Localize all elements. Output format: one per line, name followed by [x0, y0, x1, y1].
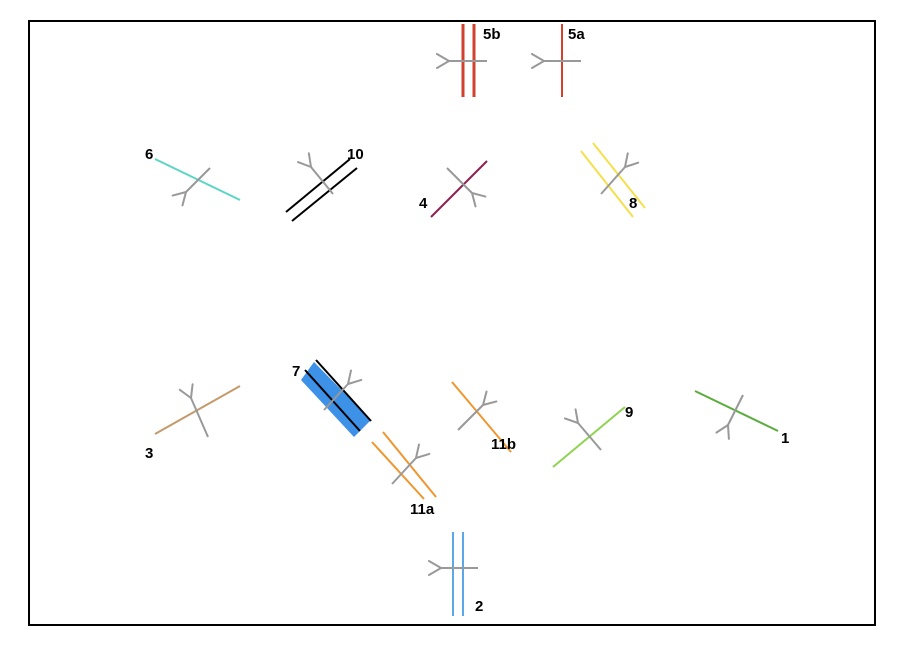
element-10-label: 10	[347, 146, 364, 163]
element-8-label: 8	[629, 195, 637, 212]
element-11a-line	[371, 441, 425, 500]
element-10-line	[291, 167, 358, 222]
element-1: 1	[694, 390, 789, 447]
element-11b-label: 11b	[491, 436, 516, 453]
element-1-line	[694, 390, 779, 432]
element-7-arrow	[323, 369, 363, 411]
element-11b-arrow	[457, 390, 498, 431]
element-5b-label: 5b	[483, 26, 501, 43]
element-8-line	[592, 142, 646, 209]
element-9: 9	[552, 404, 633, 468]
element-11b-line	[451, 381, 512, 453]
element-6: 6	[145, 146, 241, 207]
element-4-label: 4	[419, 195, 428, 212]
element-3: 3	[145, 383, 241, 462]
element-6-arrow	[171, 167, 211, 207]
diagram-frame	[28, 20, 876, 626]
element-6-label: 6	[145, 146, 153, 163]
element-8: 8	[580, 142, 646, 218]
element-5b: 5b	[436, 24, 501, 97]
element-3-arrow	[178, 383, 209, 438]
element-9-label: 9	[625, 404, 633, 421]
element-10-line	[285, 158, 351, 213]
element-11a-label: 11a	[410, 501, 435, 518]
element-11a: 11a	[371, 431, 437, 518]
element-4-arrow	[446, 167, 487, 208]
element-5a: 5a	[531, 24, 585, 97]
element-7-label: 7	[292, 363, 300, 380]
element-9-arrow	[563, 408, 602, 451]
element-7: 7	[292, 359, 372, 437]
element-5a-label: 5a	[568, 26, 585, 43]
element-1-arrow	[715, 394, 744, 440]
element-8-line	[580, 150, 634, 218]
element-7-line	[315, 359, 372, 422]
element-3-label: 3	[145, 445, 153, 462]
element-4: 4	[419, 160, 488, 218]
element-1-label: 1	[781, 430, 789, 447]
element-8-arrow	[600, 152, 640, 195]
element-4-line	[430, 160, 488, 218]
element-10: 10	[285, 146, 364, 222]
element-10-arrow	[296, 152, 334, 195]
element-7-band	[301, 362, 371, 437]
element-11b: 11b	[451, 381, 516, 453]
element-11a-arrow	[391, 443, 431, 485]
element-3-line	[154, 385, 241, 435]
element-2: 2	[428, 532, 483, 616]
element-2-label: 2	[475, 598, 483, 615]
